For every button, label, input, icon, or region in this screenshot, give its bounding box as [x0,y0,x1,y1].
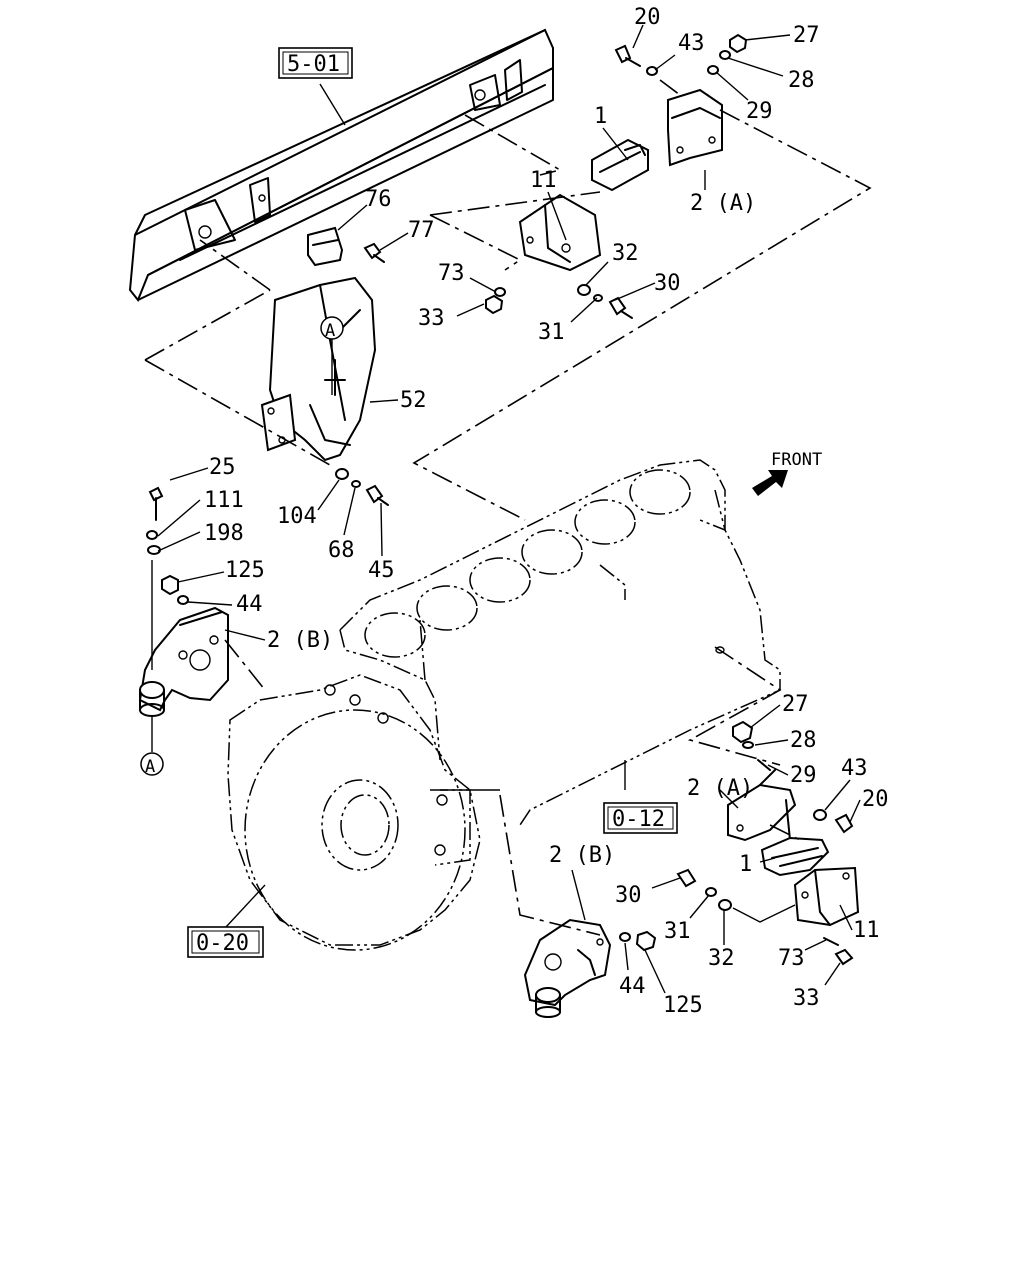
mount-52 [260,276,377,462]
ref-box-5-01: 5-01 [278,47,353,79]
part-label: 2 (A) [690,191,756,216]
leader-lines [157,24,791,928]
leader-lines-lower [571,704,861,994]
connecting-lines [144,79,872,936]
part-label: 31 [664,919,691,944]
lower-center-mount [523,918,657,1018]
part-label: 73 [778,946,805,971]
part-label: 198 [204,521,244,546]
ref-label: 0-12 [612,807,665,832]
callout-a-upper: A [320,316,344,395]
callout-a-lower: A [140,752,164,777]
part-label: 33 [418,306,445,331]
part-label: 1 [594,104,607,129]
part-label: 20 [634,5,661,30]
lower-right-mount [676,720,860,966]
part-label: 104 [277,504,317,529]
part-label: 27 [782,692,809,717]
callout-label: A [325,321,335,341]
part-label: 43 [678,31,705,56]
part-label: 52 [400,388,427,413]
part-label: 2 (B) [549,843,615,868]
callout-label: A [145,757,155,777]
part-label: 43 [841,756,868,781]
part-label: 73 [438,261,465,286]
part-label: 44 [619,974,646,999]
ref-box-0-20: 0-20 [187,926,264,958]
part-label: 77 [408,218,435,243]
part-label: 30 [615,883,642,908]
part-label: 11 [853,918,880,943]
bracket-76 [307,226,344,267]
part-label: 68 [328,538,355,563]
ref-label: 5-01 [287,52,340,77]
part-label: 111 [204,488,244,513]
part-label: 28 [788,68,815,93]
part-label: 29 [790,763,817,788]
part-label: 2 (B) [267,628,333,653]
engine-block [339,459,781,826]
part-label: 25 [209,455,236,480]
part-label: 2 (A) [687,776,753,801]
ref-box-0-12: 0-12 [603,802,678,834]
flywheel-housing [227,674,500,951]
part-label: 76 [365,187,392,212]
part-label: 20 [862,787,889,812]
part-label: 32 [612,241,639,266]
part-label: 29 [746,99,773,124]
part-label: 125 [663,993,703,1018]
part-label: 44 [236,592,263,617]
front-label: FRONT [771,450,822,470]
part-label: 31 [538,320,565,345]
part-label: 28 [790,728,817,753]
part-label: 30 [654,271,681,296]
part-label: 11 [530,168,557,193]
part-label: 33 [793,986,820,1011]
rear-left-mount [138,486,229,752]
bolt-77 [363,242,385,263]
part-label: 125 [225,558,265,583]
front-arrow-icon [752,470,788,496]
part-label: 27 [793,23,820,48]
part-label: 32 [708,946,735,971]
ref-label: 0-20 [196,931,249,956]
frame-rail [128,28,554,302]
part-label: 1 [739,852,752,877]
upper-mount-assembly [485,33,748,319]
part-label: 45 [368,558,395,583]
